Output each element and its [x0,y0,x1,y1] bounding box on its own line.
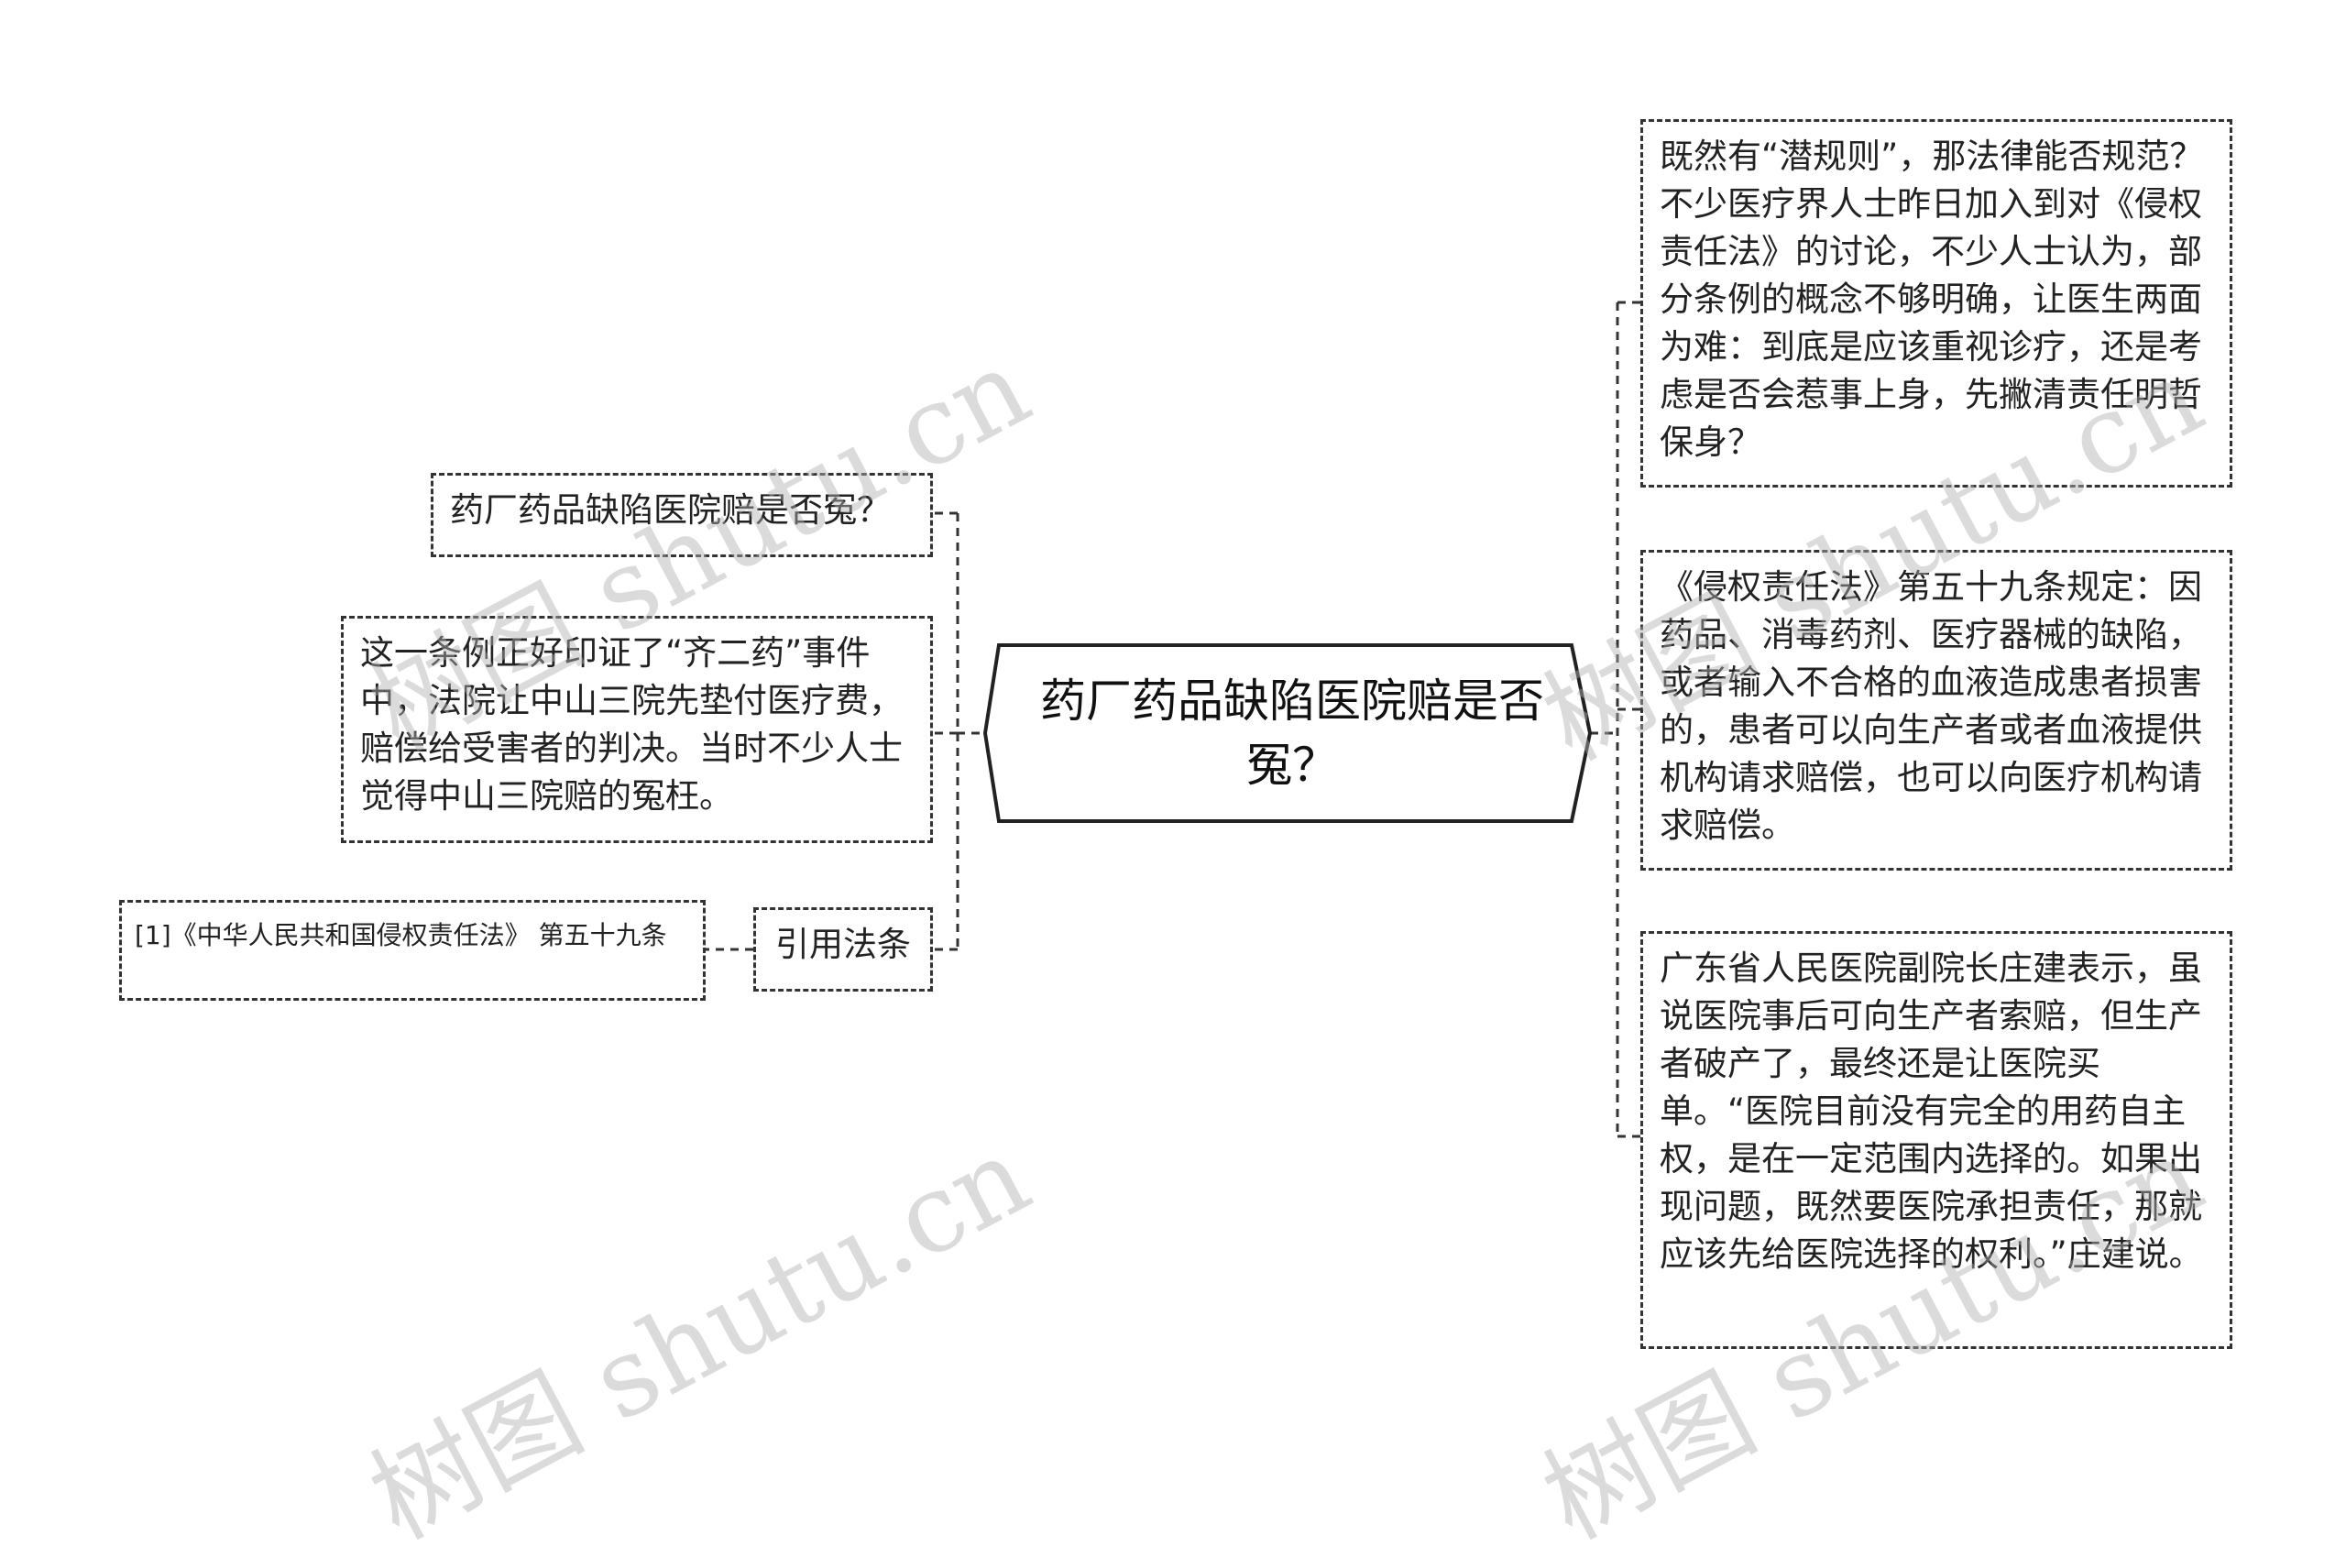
right-node-rules[interactable]: 既然有“潜规则”，那法律能否规范？不少医疗界人士昨日加入到对《侵权责任法》的讨论… [1640,119,2232,488]
left-node-title[interactable]: 药厂药品缺陷医院赔是否冤？ [431,473,933,557]
connector-layer [706,301,1640,1138]
left-node-citation[interactable]: 引用法条 [753,907,933,992]
root-node[interactable]: 药厂药品缺陷医院赔是否冤？ [1040,674,1544,792]
root-node-shape [982,643,1593,823]
right-node-quote[interactable]: 广东省人民医院副院长庄建表示，虽说医院事后可向生产者索赔，但生产者破产了，最终还… [1640,931,2232,1349]
mindmap-canvas: 药厂药品缺陷医院赔是否冤？ 药厂药品缺陷医院赔是否冤？ 这一条例正好印证了“齐二… [119,119,2232,1563]
right-node-article59[interactable]: 《侵权责任法》第五十九条规定：因药品、消毒药剂、医疗器械的缺陷，或者输入不合格的… [1640,550,2232,871]
left-node-case[interactable]: 这一条例正好印证了“齐二药”事件中，法院让中山三院先垫付医疗费，赔偿给受害者的判… [341,616,933,843]
reference-node[interactable]: [1]《中华人民共和国侵权责任法》 第五十九条 [119,900,706,1001]
